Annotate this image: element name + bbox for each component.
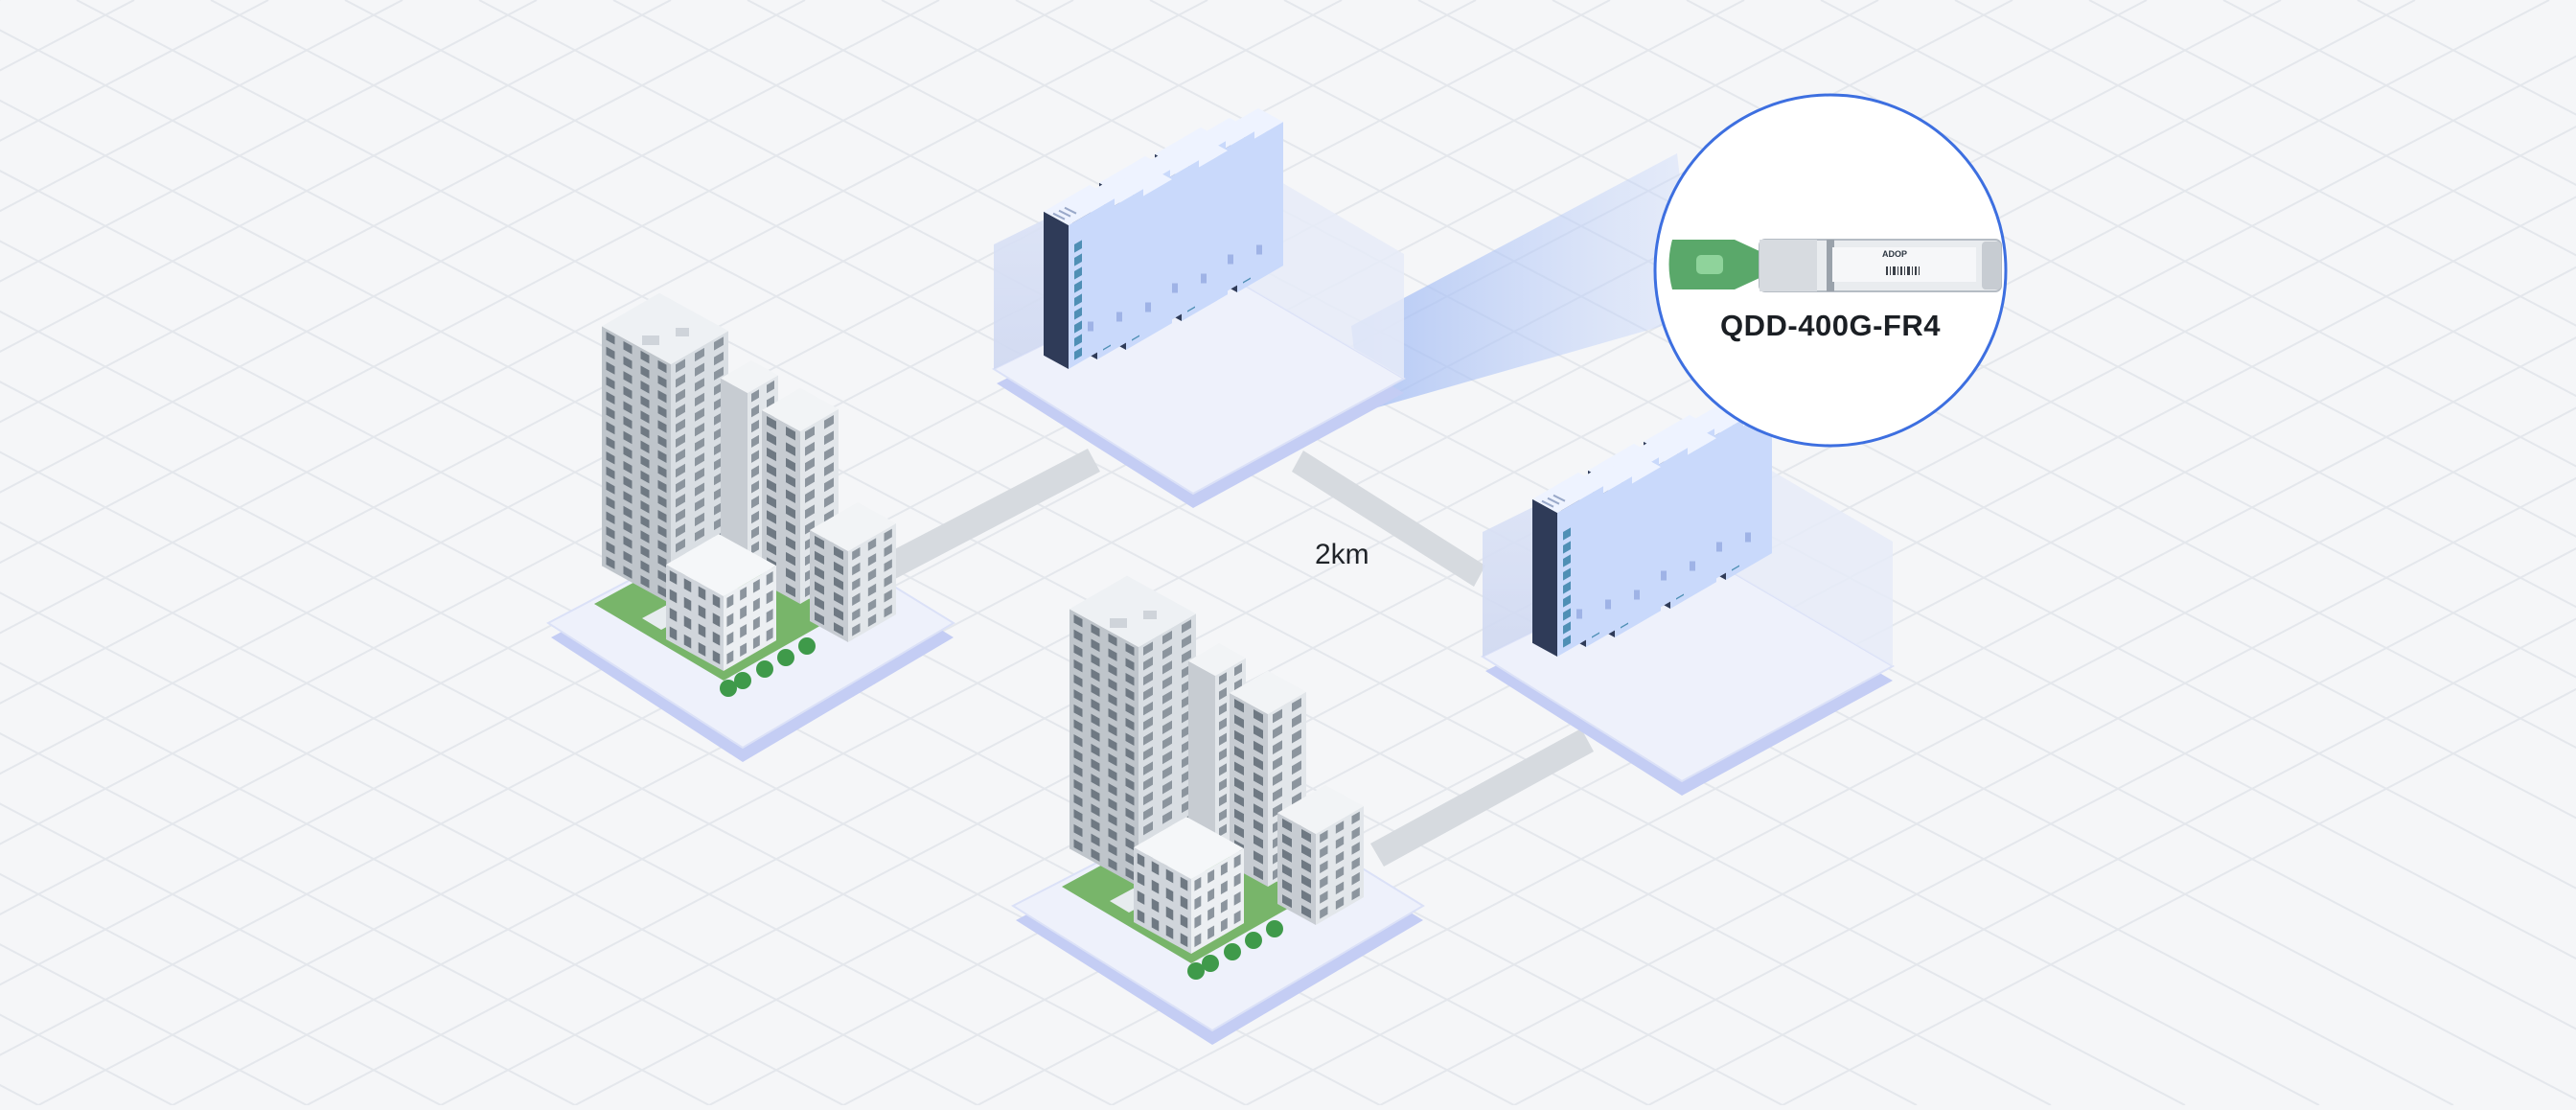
tree	[1266, 920, 1283, 937]
module-model-label: QDD-400G-FR4	[1720, 309, 1941, 342]
office-campus-left	[594, 292, 896, 697]
tree	[756, 660, 773, 678]
rooftop-unit	[1110, 618, 1127, 628]
office-building-small	[810, 502, 896, 642]
fiber-links	[882, 449, 1594, 867]
module-brand-text: ADOP	[1882, 249, 1907, 259]
link-campus-left-to-datacenter-top	[882, 449, 1100, 579]
transceiver-module-icon: ADOP	[1668, 239, 2002, 292]
zoom-beam	[1351, 153, 1696, 412]
office-building-low	[1134, 817, 1244, 954]
tree	[798, 637, 816, 655]
tree	[1187, 962, 1205, 980]
office-tower-tall	[602, 292, 728, 604]
datacenter-top-servers	[1044, 107, 1283, 369]
office-building-low	[666, 534, 776, 671]
tree	[777, 649, 794, 666]
tree	[734, 672, 751, 689]
server-rack	[1044, 184, 1115, 369]
server-rack	[1532, 472, 1603, 657]
datacenter-right-servers	[1532, 395, 1772, 657]
tree	[1245, 932, 1262, 949]
rooftop-unit	[1143, 611, 1157, 619]
link-campus-bottom-to-datacenter-right	[1370, 728, 1594, 867]
tree	[720, 680, 737, 697]
rooftop-unit	[642, 335, 659, 345]
link-datacenter-top-to-datacenter-right	[1292, 451, 1485, 587]
zoom-callout: ADOP	[1653, 93, 2008, 448]
office-tower-tall	[1070, 575, 1196, 887]
office-campus-bottom	[1062, 575, 1364, 980]
rooftop-unit	[676, 328, 689, 336]
distance-label: 2km	[1315, 539, 1369, 570]
office-building-small	[1277, 785, 1364, 925]
tree	[1224, 943, 1241, 960]
module-barcode	[1886, 266, 1920, 275]
tree	[1202, 955, 1219, 972]
